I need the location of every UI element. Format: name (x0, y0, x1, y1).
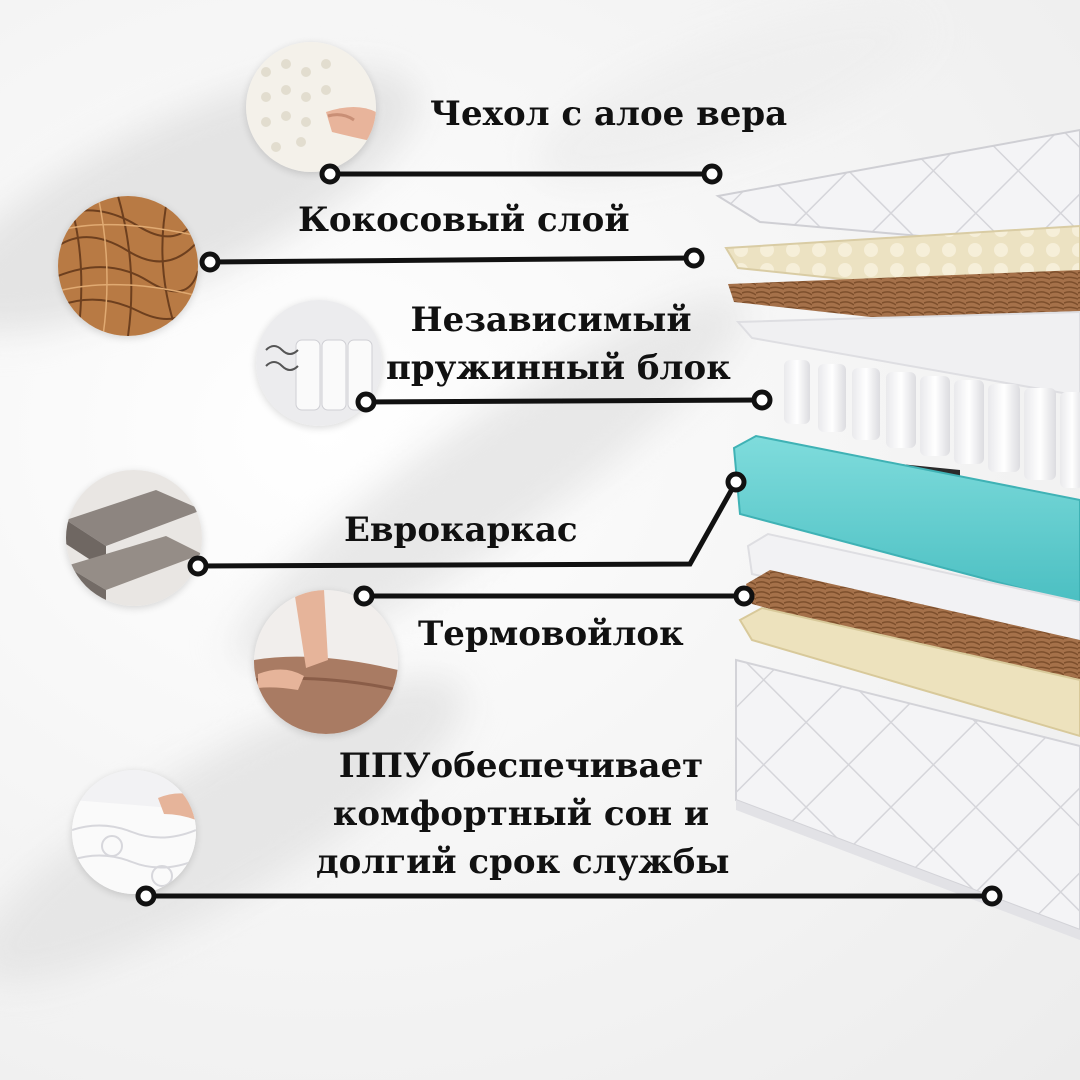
quilted-cover-icon (72, 770, 196, 894)
ppu-label-line3: долгий срок службы (316, 842, 730, 882)
cover-layer (715, 128, 1080, 252)
leader-dot (319, 163, 341, 185)
leader-dot (199, 251, 221, 273)
leader-dot (701, 163, 723, 185)
lower-latex-layer (738, 606, 1080, 738)
leader-dot (751, 389, 773, 411)
felt-layer (735, 310, 1080, 398)
euroframe-layer (732, 434, 1080, 606)
felt-icon (254, 590, 398, 734)
coconut-fiber-icon (58, 196, 198, 336)
leader-dot (981, 885, 1003, 907)
leader-dot (135, 885, 157, 907)
coconut-label: Кокосовый слой (298, 200, 630, 240)
ppu-label: ППУобеспечивает комфортный сон и долгий … (316, 742, 730, 886)
coconut-leader (207, 255, 697, 265)
cover-label: Чехол с алое вера (430, 94, 788, 134)
latex-sample-icon (246, 42, 376, 172)
springs-label-line1: Независимый (410, 300, 692, 340)
lower-felt-layer (746, 532, 1080, 648)
ppu-label-line2: комфортный сон и (332, 794, 710, 834)
springs-label-line2: пружинный блок (386, 348, 731, 388)
euroframe-label: Еврокаркас (344, 510, 578, 550)
leader-dot (187, 555, 209, 577)
leader-dot (355, 391, 377, 413)
foam-block-icon (66, 470, 202, 606)
leader-dot (725, 471, 747, 493)
ppu-label-line1: ППУобеспечивает (338, 746, 704, 786)
euroframe-leader (195, 479, 739, 569)
thermofelt-label: Термовойлок (418, 614, 684, 654)
leader-dot (353, 585, 375, 607)
leader-dot (733, 585, 755, 607)
springs-label: Независимый пружинный блок (386, 296, 731, 392)
springs-leader (363, 397, 765, 405)
leader-dot (683, 247, 705, 269)
